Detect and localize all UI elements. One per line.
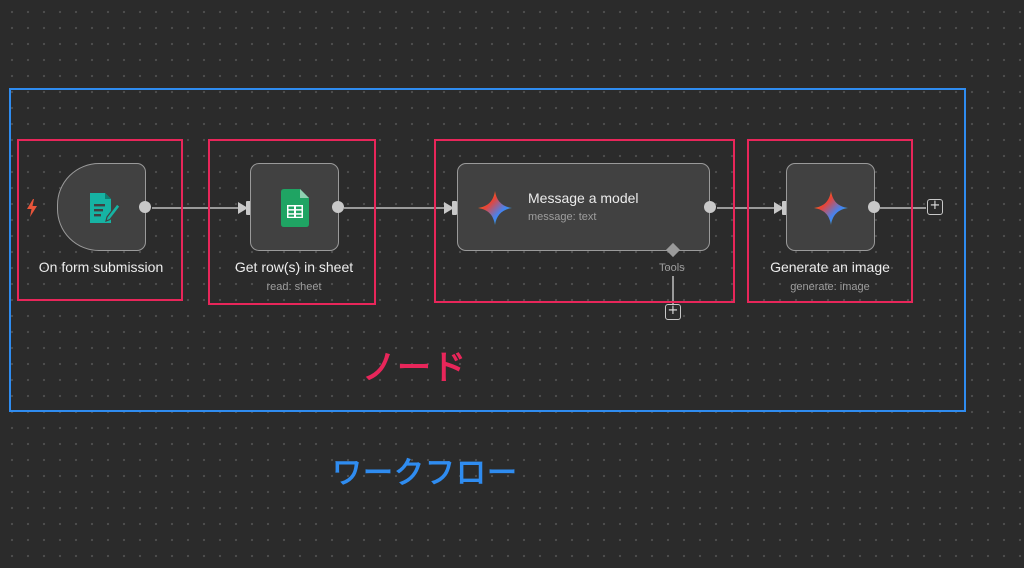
trigger-bolt-icon [26,199,38,217]
arrow-head [238,202,248,214]
arrow-head [444,202,454,214]
gemini-icon [812,189,850,227]
gemini-icon [476,189,514,227]
output-port[interactable] [868,201,880,213]
node-subtitle: read: sheet [266,281,322,293]
workflow-frame [9,88,966,412]
node-text-group: Message a model message: text [528,190,639,223]
node-title: Message a model [528,190,639,206]
input-port[interactable] [782,201,787,215]
output-port[interactable] [139,201,151,213]
workflow-annotation-label: ワークフロー [332,456,518,491]
node-frame-1 [17,139,183,301]
node-subtitle: message: text [528,211,597,223]
form-icon [84,190,121,226]
node-frame-2 [208,139,376,305]
node-generate-an-image[interactable] [786,163,875,251]
input-port[interactable] [246,201,251,215]
arrow-head [774,202,784,214]
node-message-a-model[interactable]: Message a model message: text [457,163,710,251]
input-port[interactable] [452,201,457,215]
tools-label: Tools [659,262,685,274]
node-frame-3 [434,139,735,303]
add-node-button[interactable]: + [927,199,943,215]
google-sheets-icon [281,189,309,227]
node-get-rows-in-sheet[interactable] [250,163,339,251]
output-port[interactable] [332,201,344,213]
add-tool-button[interactable]: + [665,304,681,320]
node-subtitle: generate: image [790,281,870,293]
node-title: Generate an image [770,259,890,275]
node-title: On form submission [38,259,164,275]
node-title: Get row(s) in sheet [234,259,354,275]
node-annotation-label: ノード [362,348,467,388]
node-on-form-submission[interactable] [57,163,146,251]
node-frame-4 [747,139,913,303]
output-port[interactable] [704,201,716,213]
